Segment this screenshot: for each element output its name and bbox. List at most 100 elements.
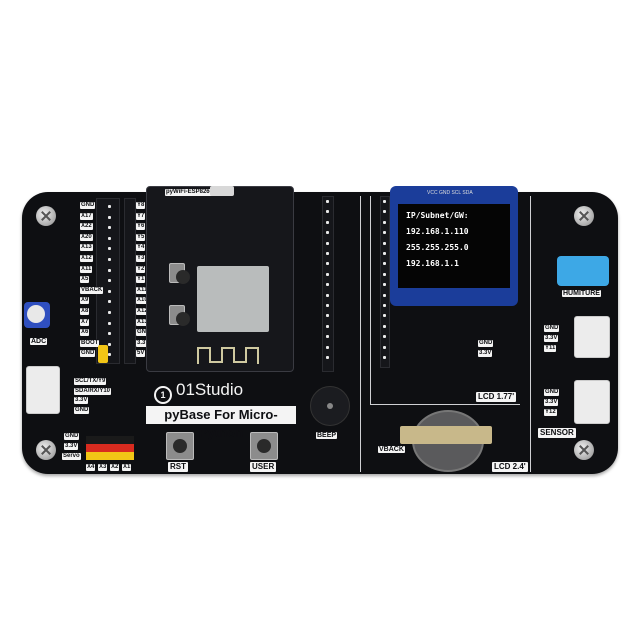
beep-label: BEEP [316, 432, 338, 439]
right-header-label: Y2 [136, 265, 146, 273]
wifi-module-label: pyWiFi-ESP8266 [165, 189, 214, 196]
left-header-label: BOOT [80, 339, 100, 347]
wifi-button-bottom[interactable] [169, 305, 190, 326]
screw-icon [36, 440, 56, 460]
screw-icon [574, 206, 594, 226]
servo-signal-label: Servo [62, 453, 81, 460]
divider [360, 196, 361, 472]
sensor2-3v3: 3.3V [544, 399, 559, 406]
left-header-label: X11 [80, 265, 93, 273]
servo-gnd-row [86, 436, 134, 444]
divider [370, 196, 371, 404]
oled-header-pins: VCC GND SCL SDA [426, 190, 474, 197]
header-pin [383, 335, 386, 339]
right-header-label: Y6 [136, 223, 146, 231]
header-pin [326, 200, 329, 203]
header-pin [326, 210, 329, 214]
servo-x1-label: X1 [122, 464, 132, 471]
header-pin [108, 247, 111, 251]
header-pin [383, 272, 386, 276]
header-pin [108, 226, 111, 230]
header-pin [108, 289, 111, 293]
divider [370, 404, 520, 405]
header-pin [108, 342, 111, 346]
board-title: pyBase For Micro-Python [146, 406, 296, 440]
header-pin [108, 205, 111, 208]
boot-jumper[interactable] [98, 345, 108, 363]
left-header-label: X12 [80, 255, 93, 262]
header-pin [108, 353, 111, 357]
i2c-pin-label: GND [74, 406, 90, 414]
header-pin [108, 258, 111, 261]
left-header-label: X17 [80, 212, 93, 220]
divider [530, 196, 531, 472]
oled-module: VCC GND SCL SDA IP/Subnet/GW: 192.168.1.… [390, 186, 518, 306]
right-header-label: 5V [136, 350, 146, 358]
right-header-label: Y3 [136, 255, 146, 262]
i2c-pin-label: SDA/RX/Y10 [74, 387, 112, 395]
left-header-label: X20 [80, 233, 93, 241]
wifi-button-top[interactable] [169, 263, 190, 284]
header-pin [383, 293, 386, 297]
left-header-label: X13 [80, 244, 93, 252]
header-pin [108, 332, 111, 336]
sensor1-3v3: 3.3V [544, 335, 559, 342]
screw-icon [574, 440, 594, 460]
right-header-label: Y5 [136, 233, 146, 241]
header-pin [108, 236, 111, 240]
header-pin [326, 335, 329, 339]
right-header-label: Y7 [136, 212, 146, 220]
oled-line-1: IP/Subnet/GW: [406, 211, 469, 220]
pcb-board [22, 192, 618, 474]
header-pin [326, 304, 329, 307]
right-header-label: Y4 [136, 244, 146, 252]
brand-name: 01Studio [176, 380, 244, 399]
header-pin [383, 356, 386, 359]
header-pin [326, 252, 329, 255]
header-pin [326, 241, 329, 245]
header-pin [108, 311, 111, 314]
header-pin [383, 252, 386, 255]
oled-line-4: 192.168.1.1 [406, 259, 459, 268]
pcb-antenna-icon [197, 347, 259, 364]
user-button[interactable] [250, 432, 278, 460]
sensor2-gnd: GND [544, 389, 560, 396]
rst-button[interactable] [166, 432, 194, 460]
user-label: USER [250, 462, 277, 472]
sensor-label: SENSOR [538, 428, 576, 438]
left-header-label: VBACK [80, 286, 104, 294]
battery-clip [400, 426, 492, 444]
header-pin [383, 314, 386, 318]
header-pin [383, 304, 386, 307]
left-header-label: GND [80, 350, 96, 358]
header-pin [383, 324, 386, 328]
gear-logo-icon: 1 [154, 386, 172, 404]
servo-3v3-row [86, 444, 134, 452]
sensor-connector-1[interactable] [574, 316, 610, 358]
servo-x2-label: X2 [110, 464, 120, 471]
right-header-label: Y8 [136, 202, 146, 209]
left-header-label: X7 [80, 318, 90, 326]
potentiometer[interactable] [24, 302, 50, 328]
i2c-connector[interactable] [26, 366, 60, 414]
usb-port[interactable] [210, 186, 234, 196]
header-pin [383, 241, 386, 245]
header-pin [326, 293, 329, 297]
adc-label: ADC [30, 338, 48, 345]
header-pin [108, 215, 111, 219]
left-header-label: GND [80, 202, 96, 209]
humiture-sensor [557, 256, 609, 286]
header-pin [383, 262, 386, 266]
header-pin [326, 345, 329, 349]
servo-x3-label: X3 [98, 464, 108, 471]
oled-line-2: 192.168.1.110 [406, 227, 469, 236]
sensor-connector-2[interactable] [574, 380, 610, 424]
sensor1-gnd: GND [544, 325, 560, 332]
header-pin [326, 262, 329, 266]
sensor2-y12: Y12 [544, 409, 557, 416]
left-header-label: X5 [80, 276, 90, 284]
header-pin [383, 200, 386, 203]
header-pin [326, 231, 329, 235]
header-pin [108, 268, 111, 272]
